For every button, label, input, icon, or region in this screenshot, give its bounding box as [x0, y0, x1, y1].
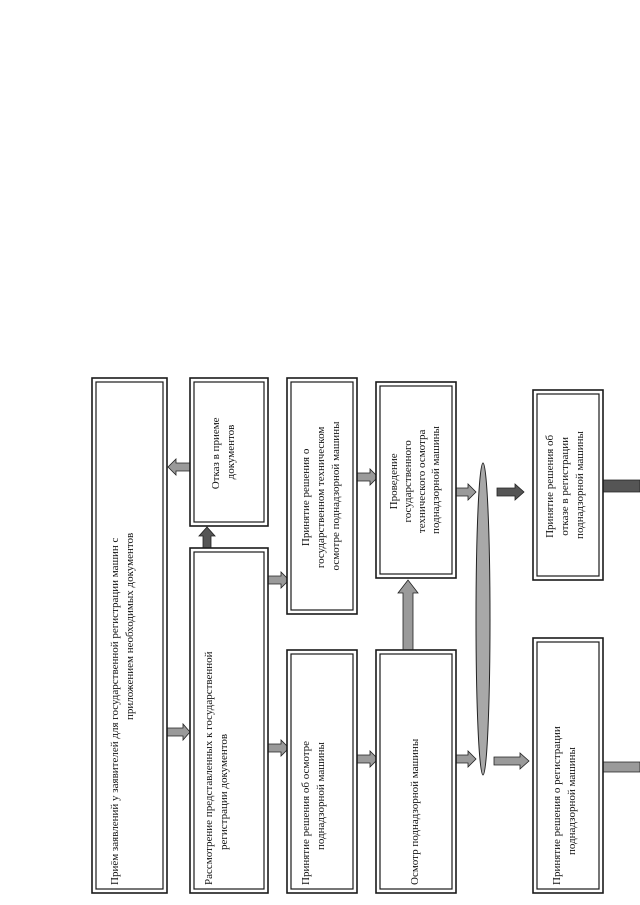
- decision-inspection-label: Принятие решения об осмотре поднадзорной…: [300, 738, 327, 885]
- decision-refusal-registration-label: Принятие решения об отказе в регистрации…: [544, 430, 586, 538]
- box-decision-registration: [532, 637, 604, 894]
- decision-registration-label: Принятие решения о регистрации поднадзор…: [551, 723, 578, 885]
- arrow-registration-out: [602, 761, 640, 773]
- arrow-decision-tech-to-tech-inspection: [355, 468, 379, 486]
- box-application: [91, 377, 168, 894]
- arrow-review-to-refusal: [198, 526, 216, 551]
- arrow-node-to-refusal-registration: [496, 483, 525, 501]
- arrow-inspection-to-tech-inspection: [397, 579, 419, 651]
- arrow-inspection-to-decision-node: [454, 750, 477, 768]
- box-decision-tech-inspection: [286, 377, 358, 615]
- arrow-tech-inspection-to-decision-node: [454, 483, 477, 501]
- arrow-application-to-review: [166, 722, 191, 742]
- review-documents-label: Рассмотрение представленных к государств…: [203, 649, 230, 885]
- box-inspection: [375, 649, 457, 894]
- arrow-review-to-decision-inspection: [265, 739, 290, 757]
- box-tech-inspection: [375, 381, 457, 579]
- inspection-label: Осмотр поднадзорной машины: [409, 738, 421, 885]
- decision-node: [475, 462, 491, 776]
- tech-inspection-label: Проведение государственного технического…: [388, 425, 442, 533]
- refusal-documents-label: Отказ в приеме документов: [210, 415, 237, 490]
- arrow-node-to-registration: [493, 752, 530, 770]
- box-decision-refusal-registration: [532, 389, 604, 581]
- decision-tech-inspection-label: Принятие решения о государственном техни…: [300, 421, 342, 571]
- arrow-refusal-registration-out: [602, 479, 640, 493]
- box-review-documents: [189, 547, 269, 894]
- box-refusal-documents: [189, 377, 269, 527]
- arrow-decision-inspection-to-inspection: [355, 750, 379, 768]
- application-label: Приём заявлений у заявителей для государ…: [109, 533, 136, 885]
- box-decision-inspection: [286, 649, 358, 894]
- arrow-review-to-decision-tech: [265, 571, 290, 589]
- arrow-refusal-to-application: [167, 458, 191, 476]
